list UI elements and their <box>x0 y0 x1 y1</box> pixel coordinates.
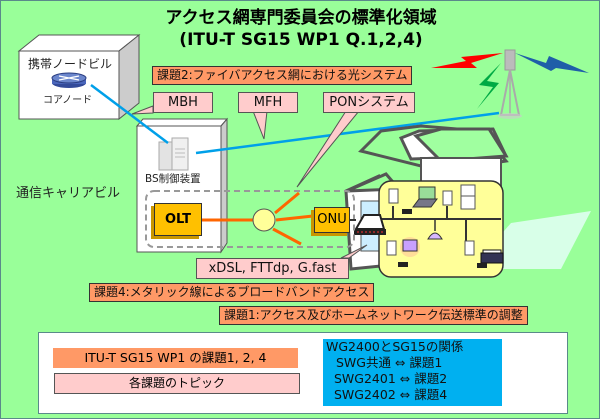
mfh-callout-tail <box>252 110 268 140</box>
mfh-link <box>195 111 500 155</box>
onu-node: ONU <box>314 207 350 233</box>
mbh-callout: MBH <box>153 92 213 113</box>
bs-controller-label: BS制御装置 <box>145 173 201 185</box>
optical-splitter <box>252 208 276 232</box>
fiber-lines <box>201 191 356 246</box>
mfh-callout: MFH <box>238 92 298 113</box>
topic-q1: 課題1:アクセス及びホームネットワーク伝送標準の調整 <box>219 306 528 325</box>
router-icon <box>51 72 87 88</box>
pon-callout-tail <box>296 110 361 188</box>
home-gateway-icon <box>354 214 386 235</box>
printer-icon <box>480 249 504 264</box>
tv-icon <box>400 237 420 257</box>
wireless-signal-green-icon <box>477 63 501 109</box>
olt-node: OLT <box>154 203 202 236</box>
relation-item: SWG共通 ⇔ 課題1 <box>336 355 443 370</box>
wireless-signal-blue-icon <box>515 53 589 73</box>
mobile-node-building <box>17 33 141 121</box>
xdsl-callout: xDSL, FTTdp, G.fast <box>196 258 349 279</box>
relation-item: SWG2401 ⇔ 課題2 <box>334 371 448 386</box>
carrier-building-label: 通信キャリアビル <box>16 186 121 201</box>
antenna-tower-icon <box>498 49 522 119</box>
legend-topics: 各課題のトピック <box>54 373 300 394</box>
diagram-title-line2: (ITU-T SG15 WP1 Q.1,2,4) <box>179 30 423 50</box>
core-node-label: コアノード <box>43 95 93 106</box>
legend-questions: ITU-T SG15 WP1 の課題1, 2, 4 <box>53 348 298 368</box>
mbh-link <box>90 84 169 144</box>
laptop-icon <box>412 186 438 208</box>
mbh-callout-tail <box>131 105 154 115</box>
relation-title: WG2400とSG15の関係 <box>326 339 464 354</box>
relation-item: SWG2402 ⇔ 課題4 <box>334 387 448 402</box>
topic-q2: 課題2:ファイバアクセス網における光システム <box>152 66 413 85</box>
refrigerator-icon <box>460 184 476 210</box>
pon-callout: PONシステム <box>323 92 415 113</box>
ceiling-light-icon <box>427 232 443 240</box>
topic-q4: 課題4:メタリック線によるブロードバンドアクセス <box>89 283 375 302</box>
diagram-title-line1: アクセス網専門委員会の標準化領域 <box>165 8 437 28</box>
outlet-icons <box>386 188 487 268</box>
wireless-signal-red-icon <box>431 53 503 68</box>
relation-box: WG2400とSG15の関係 SWG共通 ⇔ 課題1 SWG2401 ⇔ 課題2… <box>323 339 502 406</box>
server-icon <box>158 137 189 171</box>
legend-panel: ITU-T SG15 WP1 の課題1, 2, 4 各課題のトピック WG240… <box>38 332 568 414</box>
mobile-node-building-label: 携帯ノードビル <box>28 57 113 71</box>
